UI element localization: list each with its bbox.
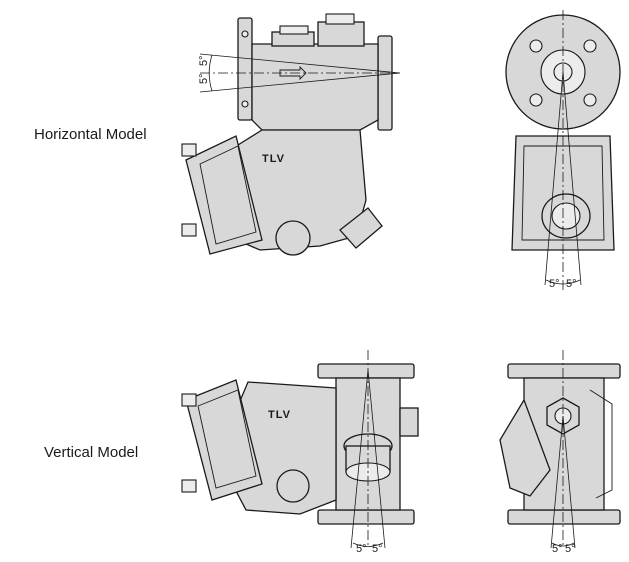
bottom-nut	[551, 202, 581, 230]
right-flange	[377, 35, 393, 131]
incline-line-left	[544, 71, 564, 286]
incline-line-right	[562, 415, 576, 549]
side-plug	[399, 407, 419, 437]
incline-line-down	[199, 72, 401, 93]
bottom-flange	[317, 509, 415, 525]
cover-inner-rim	[197, 389, 257, 489]
drain-plug	[339, 207, 383, 249]
upper-body	[251, 43, 379, 131]
angle-arc	[551, 542, 575, 547]
flange-bolt	[241, 100, 249, 108]
angle-arc	[352, 542, 384, 547]
angle-label: 5°	[372, 543, 383, 555]
angle-label: 5°	[565, 543, 576, 555]
top-nut-left	[279, 25, 309, 35]
horizontal-front-view: 5° 5°	[505, 10, 621, 290]
body-contour	[589, 389, 613, 499]
horizontal-side-view: TLV 5° 5°	[181, 13, 401, 256]
brand-mark: TLV	[262, 153, 285, 165]
angle-label: 5°	[549, 278, 560, 290]
flange-bolt	[241, 30, 249, 38]
angle-arc	[208, 54, 213, 92]
angle-label: 5°	[198, 55, 210, 66]
bolt-hole	[529, 93, 543, 107]
flow-arrow-icon	[279, 65, 307, 81]
bolt-hole	[583, 93, 597, 107]
bottom-boss	[276, 469, 310, 503]
cover-inner-rim	[199, 145, 257, 245]
incline-line-right	[562, 71, 582, 286]
angled-cover	[499, 398, 551, 497]
vertical-model-label: Vertical Model	[44, 444, 139, 461]
bottom-boss	[275, 220, 311, 256]
cover-plate	[185, 379, 263, 501]
bolt-hole	[583, 39, 597, 53]
incline-line-up	[199, 53, 401, 74]
angle-label: 5°	[552, 543, 563, 555]
vertical-side-view: TLV 5° 5°	[181, 350, 419, 555]
cover-plate	[185, 135, 263, 255]
incline-line-right	[367, 369, 386, 549]
incline-line-left	[550, 415, 564, 549]
angle-label: 5°	[566, 278, 577, 290]
vertical-front-view: 5° 5°	[499, 350, 621, 555]
angle-arc	[545, 279, 581, 285]
top-nut-right	[325, 13, 355, 25]
cover-bolt	[181, 223, 197, 237]
body-inner	[521, 145, 605, 241]
angle-label: 5°	[356, 543, 367, 555]
bottom-flange	[507, 509, 621, 525]
cover-bolt	[181, 143, 197, 157]
brand-mark: TLV	[268, 409, 291, 421]
angle-label: 5°	[198, 73, 210, 84]
horizontal-model-label: Horizontal Model	[34, 126, 147, 143]
top-flange	[317, 363, 415, 379]
top-flange	[507, 363, 621, 379]
cover-bolt	[181, 393, 197, 407]
incline-line-left	[350, 369, 369, 549]
cover-bolt	[181, 479, 197, 493]
top-cap-right	[317, 21, 365, 47]
bolt-hole	[529, 39, 543, 53]
